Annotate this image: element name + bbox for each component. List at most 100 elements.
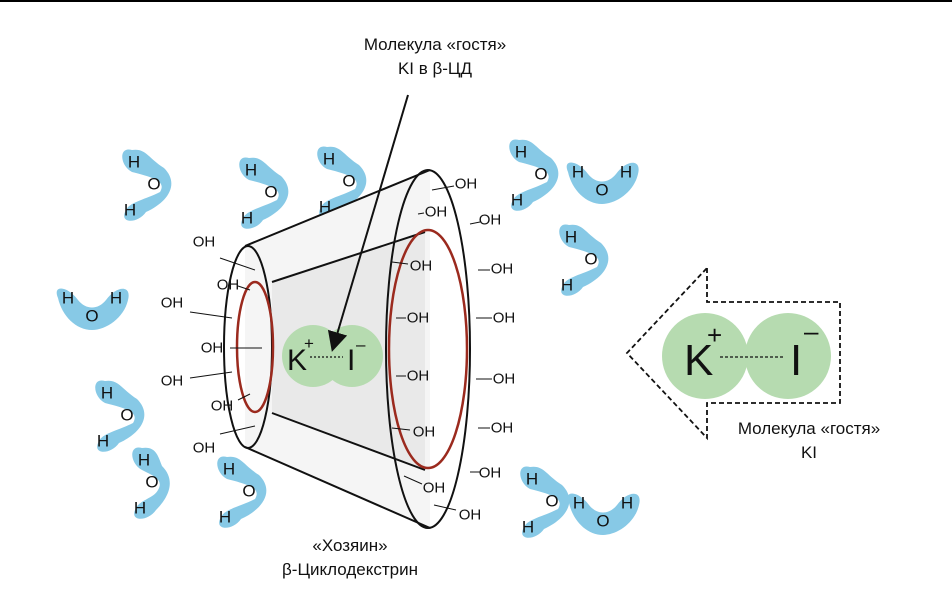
oxygen-atom: O — [145, 473, 158, 492]
i-charge-large: – — [804, 316, 819, 346]
oxygen-atom: O — [545, 492, 558, 511]
hydrogen-atom: H — [219, 508, 231, 527]
guest-in-cd-line2: KI в β-ЦД — [397, 59, 473, 78]
hydroxyl-label: OH — [479, 465, 502, 482]
pointer-arrow — [327, 94, 409, 352]
hydrogen-atom: H — [97, 432, 109, 451]
hydrogen-atom: H — [138, 451, 150, 470]
ki-inside-cavity: K + I – — [282, 325, 383, 387]
k-charge-large: + — [707, 320, 722, 350]
hydrogen-atom: H — [62, 289, 74, 308]
oxygen-atom: O — [595, 181, 608, 200]
narrow-cavity-ring — [235, 280, 275, 414]
hydroxyl-group: OH — [217, 277, 251, 294]
water-molecule: HOH — [559, 224, 609, 296]
hydrogen-atom: H — [101, 384, 113, 403]
hydrogen-atom: H — [620, 163, 632, 182]
i-ion-small: I — [347, 344, 355, 377]
hydroxyl-label: OH — [459, 507, 482, 524]
hydrogen-atom: H — [110, 289, 122, 308]
oxygen-atom: O — [85, 307, 98, 326]
host-caption: «Хозяин» β-Циклодекстрин — [270, 534, 430, 582]
hydroxyl-group: OH — [193, 425, 256, 457]
hydroxyl-group: OH — [476, 310, 515, 327]
hydroxyl-group: OH — [396, 368, 429, 385]
oxygen-atom: O — [584, 250, 597, 269]
water-molecule: HOH — [239, 157, 289, 229]
hydrogen-atom: H — [515, 143, 527, 162]
oxygen-atom: O — [534, 165, 547, 184]
guest-free-caption: Молекула «гостя» KI — [714, 417, 904, 465]
water-molecule: HOH — [567, 493, 640, 535]
hydrogen-atom: H — [522, 518, 534, 537]
water-molecule: HOH — [95, 380, 145, 452]
hydroxyl-label: OH — [425, 204, 448, 221]
hydrogen-atom: H — [241, 209, 253, 228]
wide-cavity-ring — [387, 228, 469, 470]
oxygen-atom: O — [242, 482, 255, 501]
hydrogen-atom: H — [573, 494, 585, 513]
wide-rim — [385, 169, 471, 529]
hydrogen-atom: H — [621, 494, 633, 513]
guest-in-cd-line1: Молекула «гостя» — [363, 35, 507, 54]
oxygen-atom: O — [264, 183, 277, 202]
hydroxyl-group: OH — [161, 295, 233, 319]
hydroxyl-label: OH — [193, 440, 216, 457]
i-ion-large: I — [790, 336, 802, 385]
hydroxyl-label: OH — [455, 176, 478, 193]
water-molecule: HOH — [509, 139, 559, 211]
hydroxyl-label: OH — [407, 310, 430, 327]
hydroxyl-group: OH — [433, 504, 482, 524]
hydroxyl-group: OH — [476, 371, 515, 388]
hydrogen-atom: H — [561, 276, 573, 295]
hydroxyl-label: OH — [423, 480, 446, 497]
hydroxyl-group: OH — [417, 204, 448, 221]
hydroxyl-label: OH — [479, 212, 502, 229]
water-molecule: HOH — [317, 146, 367, 218]
hydroxyl-label: OH — [211, 398, 234, 415]
hydroxyl-label: OH — [217, 277, 240, 294]
host-line1: «Хозяин» — [312, 536, 388, 555]
i-charge-small: – — [356, 335, 366, 354]
oxygen-atom: O — [596, 512, 609, 531]
hydroxyl-label: OH — [407, 368, 430, 385]
hydroxyl-group: OH — [478, 420, 513, 437]
hydrogen-atom: H — [223, 460, 235, 479]
water-molecule: HOH — [217, 456, 267, 528]
hydroxyl-group: OH — [391, 258, 433, 275]
ki-free-molecule: K + I – — [662, 313, 831, 399]
k-ion-large: K — [684, 336, 713, 385]
oxygen-atom: O — [342, 172, 355, 191]
water-molecule: HOH — [520, 466, 570, 538]
hydroxyl-label: OH — [413, 424, 436, 441]
guest-in-cd-caption: Молекула «гостя» KI в β-ЦД — [340, 33, 530, 81]
hydrogen-atom: H — [134, 499, 146, 518]
hydroxyl-group: OH — [403, 475, 446, 497]
water-molecule: HOH — [566, 162, 639, 204]
hydrogen-atom: H — [572, 163, 584, 182]
release-arrow — [625, 265, 841, 441]
hydrogen-atom: H — [565, 228, 577, 247]
water-molecule: HOH — [132, 447, 170, 519]
k-charge-small: + — [304, 334, 314, 353]
hydroxyl-group: OH — [470, 465, 501, 482]
guest-free-line2: KI — [800, 443, 818, 462]
hydroxyl-group: OH — [396, 310, 429, 327]
hydroxyl-label: OH — [161, 373, 184, 390]
hydroxyl-label: OH — [410, 258, 433, 275]
hydroxyl-group: OH — [478, 261, 513, 278]
top-border-line — [0, 0, 952, 2]
hydroxyl-label: OH — [493, 371, 516, 388]
oxygen-atom: O — [147, 175, 160, 194]
hydrogen-atom: H — [124, 201, 136, 220]
oxygen-atom: O — [120, 406, 133, 425]
hydrogen-atom: H — [323, 150, 335, 169]
hydroxyl-group: OH — [391, 424, 436, 441]
hydrogen-atom: H — [511, 191, 523, 210]
k-ion-small: K — [287, 344, 307, 377]
hydroxyl-group: OH — [201, 340, 262, 357]
hydroxyl-group: OH — [469, 212, 502, 229]
hydroxyl-label: OH — [493, 310, 516, 327]
